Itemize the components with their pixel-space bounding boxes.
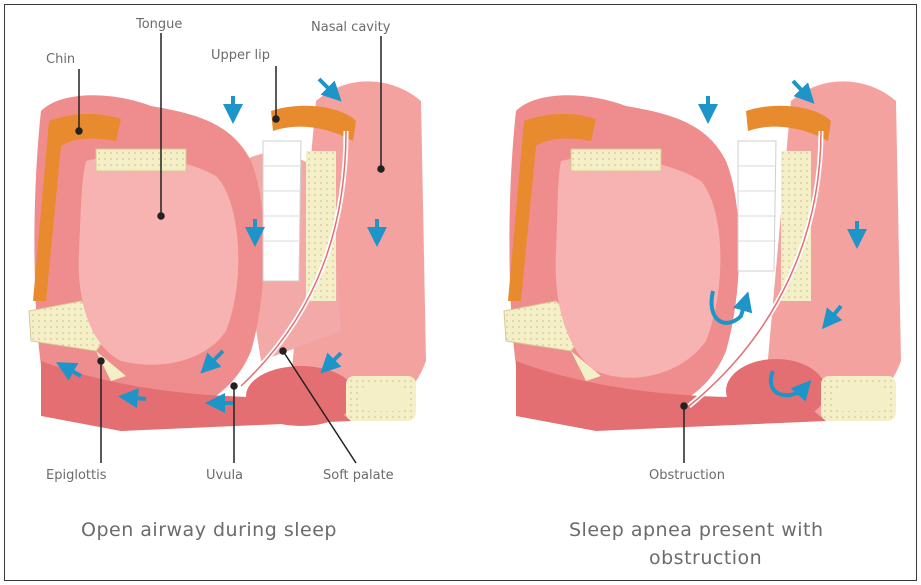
figure-frame: Chin Tongue Upper lip Nasal cavity Epigl… — [4, 4, 917, 581]
left-anatomy — [29, 81, 426, 431]
front-teeth-column — [738, 141, 776, 271]
label-upper-lip: Upper lip — [211, 48, 270, 63]
label-uvula: Uvula — [206, 468, 243, 483]
airflow-arrow-icon — [126, 397, 146, 399]
label-nasal-cavity: Nasal cavity — [311, 20, 391, 35]
right-anatomy — [504, 81, 901, 431]
right-caption-line2: obstruction — [649, 547, 762, 569]
label-tongue: Tongue — [135, 17, 182, 32]
left-caption: Open airway during sleep — [81, 519, 337, 541]
label-obstruction: Obstruction — [649, 468, 725, 483]
airway-diagram: Chin Tongue Upper lip Nasal cavity Epigl… — [5, 5, 916, 580]
upper-teeth-bone — [571, 149, 661, 171]
upper-teeth-bone — [96, 149, 186, 171]
front-teeth-column — [263, 141, 301, 281]
label-soft-palate: Soft palate — [323, 468, 394, 483]
posterior-tissue — [246, 366, 356, 426]
maxilla-bone — [306, 151, 336, 301]
right-caption-line1: Sleep apnea present with — [569, 519, 824, 541]
label-epiglottis: Epiglottis — [46, 468, 107, 483]
tongue-shape — [79, 156, 239, 365]
tongue-shape — [556, 157, 721, 378]
label-chin: Chin — [46, 52, 75, 67]
